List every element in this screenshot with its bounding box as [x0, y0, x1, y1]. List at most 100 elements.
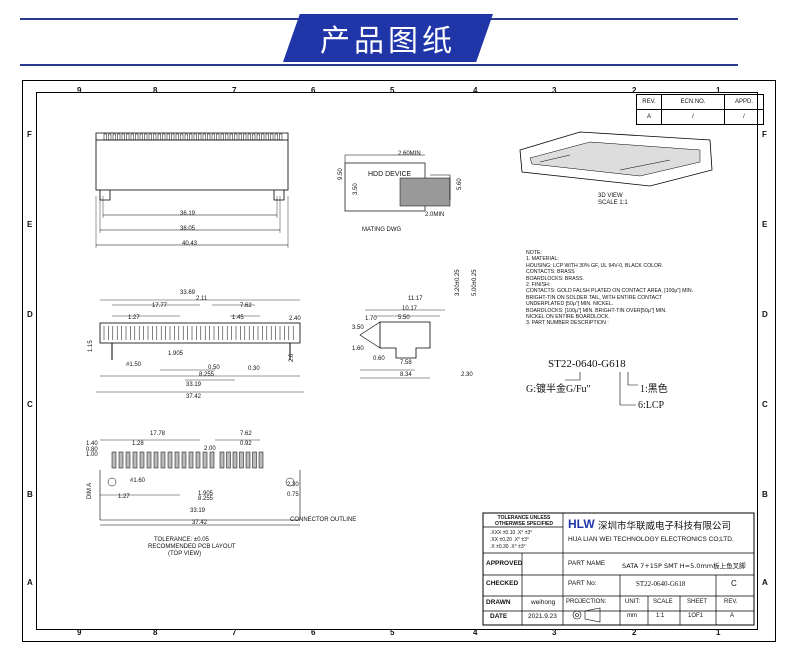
note-line: BRIGHT-TIN ON SOLDER TAIL, WITH ENTIRE C… — [526, 294, 663, 301]
zone-label-A-right: A — [762, 578, 768, 587]
pcb-pad — [188, 451, 194, 469]
note-line: NOTE: — [526, 250, 542, 256]
contact-tooth — [198, 133, 202, 141]
contact-tooth — [166, 133, 170, 141]
zone-label-3-bottom: 3 — [552, 628, 557, 637]
contact-tooth — [180, 133, 184, 141]
zone-label-6-top: 6 — [311, 86, 316, 95]
tolerance-header: TOLERANCE UNLESS OTHERWISE SPECIFIED — [495, 515, 553, 527]
dimension-pcb: 7.62 — [240, 431, 252, 437]
approved-label: APPROVED — [486, 560, 523, 567]
contact-tooth — [270, 133, 274, 141]
scale-label: SCALE — [653, 599, 673, 605]
top-view-lip — [95, 132, 289, 140]
appd-value: / — [724, 109, 764, 125]
banner-title: 产品图纸 — [320, 24, 456, 59]
contact-tooth — [202, 133, 206, 141]
zone-label-C-left: C — [27, 400, 33, 409]
pcb-pad — [226, 451, 231, 469]
dimension-mating: 9.50 — [338, 168, 344, 180]
zone-label-1-top: 1 — [716, 86, 721, 95]
pcb-pad — [258, 451, 264, 469]
dimension-front: 1.45 — [232, 315, 244, 321]
zone-label-E-left: E — [27, 220, 33, 229]
part-no-label: PART No: — [568, 580, 597, 587]
zone-label-2-top: 2 — [632, 86, 637, 95]
pcb-pad — [153, 451, 159, 469]
dimension-pcb: 0.75 — [287, 492, 299, 498]
part-number-six: 6:LCP — [638, 400, 665, 411]
scale-value: 1:1 — [656, 613, 665, 619]
contact-tooth — [162, 133, 166, 141]
zone-label-B-right: B — [762, 490, 768, 499]
pcb-pad — [245, 451, 251, 469]
dimension-top: 38.05 — [180, 226, 196, 232]
note-line: 2. FINISH: — [526, 282, 551, 289]
dimension-front: 0.50 — [208, 365, 220, 371]
pcb-pad — [252, 451, 257, 469]
contact-tooth — [153, 133, 157, 141]
dimension-front: #1.50 — [126, 362, 142, 368]
contact-tooth — [144, 133, 148, 141]
dimension-side: 3.50 — [352, 325, 364, 331]
note-line: 1. MATERIAL: — [526, 256, 559, 263]
pcb-pad — [160, 451, 166, 469]
dimension-front: 17.77 — [152, 303, 168, 309]
contact-tooth — [121, 133, 125, 141]
drawn-by: weihong — [531, 599, 556, 606]
drawn-label: DRAWN — [486, 599, 511, 606]
contact-tooth — [225, 133, 229, 141]
unit-value: mm — [627, 613, 637, 619]
pcb-pad — [132, 451, 138, 469]
contact-tooth — [247, 133, 251, 141]
mating-caption: MATING DWG — [362, 227, 402, 233]
dimension-side: 5.50 — [398, 315, 410, 321]
note-line: 3. PART NUMBER DESCRIPTION : — [526, 320, 609, 327]
dimension-pcb: 0.80 — [86, 447, 98, 453]
contact-tooth — [189, 133, 193, 141]
note-line: CONTACTS: GOLD FALSH PLATED ON CONTACT A… — [526, 288, 694, 295]
note-line: UNDERPLATED [50μ"] MIN. NICKEL. — [526, 301, 614, 308]
zone-label-7-bottom: 7 — [232, 628, 237, 637]
dimension-front: 7.62 — [240, 303, 252, 309]
contact-tooth — [108, 133, 112, 141]
note-line: NICKEL ON ENTIRE BOARDLOCK. — [526, 314, 610, 321]
dimension-side: 1.70 — [365, 316, 377, 322]
iso-caption: 3D VIEW — [598, 193, 623, 199]
date-value: 2021.9.23 — [528, 613, 557, 620]
dimension-front: 8.255 — [199, 372, 215, 378]
notes-block: NOTE:1. MATERIAL: HOUSING: LCP WITH 30% … — [526, 250, 766, 327]
dimension-pcb: 1.905 — [198, 491, 214, 497]
pcb-pad — [146, 451, 152, 469]
title-banner: 产品图纸 — [283, 14, 493, 62]
dimension-pcb: 33.19 — [190, 508, 206, 514]
dimension-front: 33.69 — [180, 290, 196, 296]
dimension-pcb: 1.40 — [86, 441, 98, 447]
zone-label-D-right: D — [762, 310, 768, 319]
zone-label-9-bottom: 9 — [77, 628, 82, 637]
zone-label-F-right: F — [762, 130, 767, 139]
header-rule-bottom — [20, 64, 738, 66]
dimension-pcb: 0.92 — [240, 441, 252, 447]
dimension-pcb: 37.42 — [192, 520, 208, 526]
contact-tooth — [171, 133, 175, 141]
dimension-front: 1.15 — [88, 340, 94, 352]
contact-tooth — [252, 133, 256, 141]
contact-tooth — [229, 133, 233, 141]
zone-label-5-bottom: 5 — [390, 628, 395, 637]
pcb-caption: RECOMMENDED PCB LAYOUT — [148, 544, 236, 550]
page-header: 产品图纸 — [0, 0, 790, 72]
drawing-frame — [36, 92, 758, 630]
zone-label-5-top: 5 — [390, 86, 395, 95]
zone-label-7-top: 7 — [232, 86, 237, 95]
drawing-rev: C — [731, 579, 737, 588]
pcb-pad — [111, 451, 117, 469]
dimension-side: 5.00±0.25 — [472, 269, 478, 296]
dimension-side: 2.30 — [461, 372, 473, 378]
zone-label-F-left: F — [27, 130, 32, 139]
tol-row-3: .X ±0.30 .X° ±3° — [490, 544, 526, 550]
dimension-mating: 2.60MIN — [398, 151, 421, 157]
part-name: SATA 7+15P SMT H=5.0mm板上鱼叉脚 — [622, 562, 746, 570]
dimension-mating: 2.0MIN — [425, 212, 445, 218]
